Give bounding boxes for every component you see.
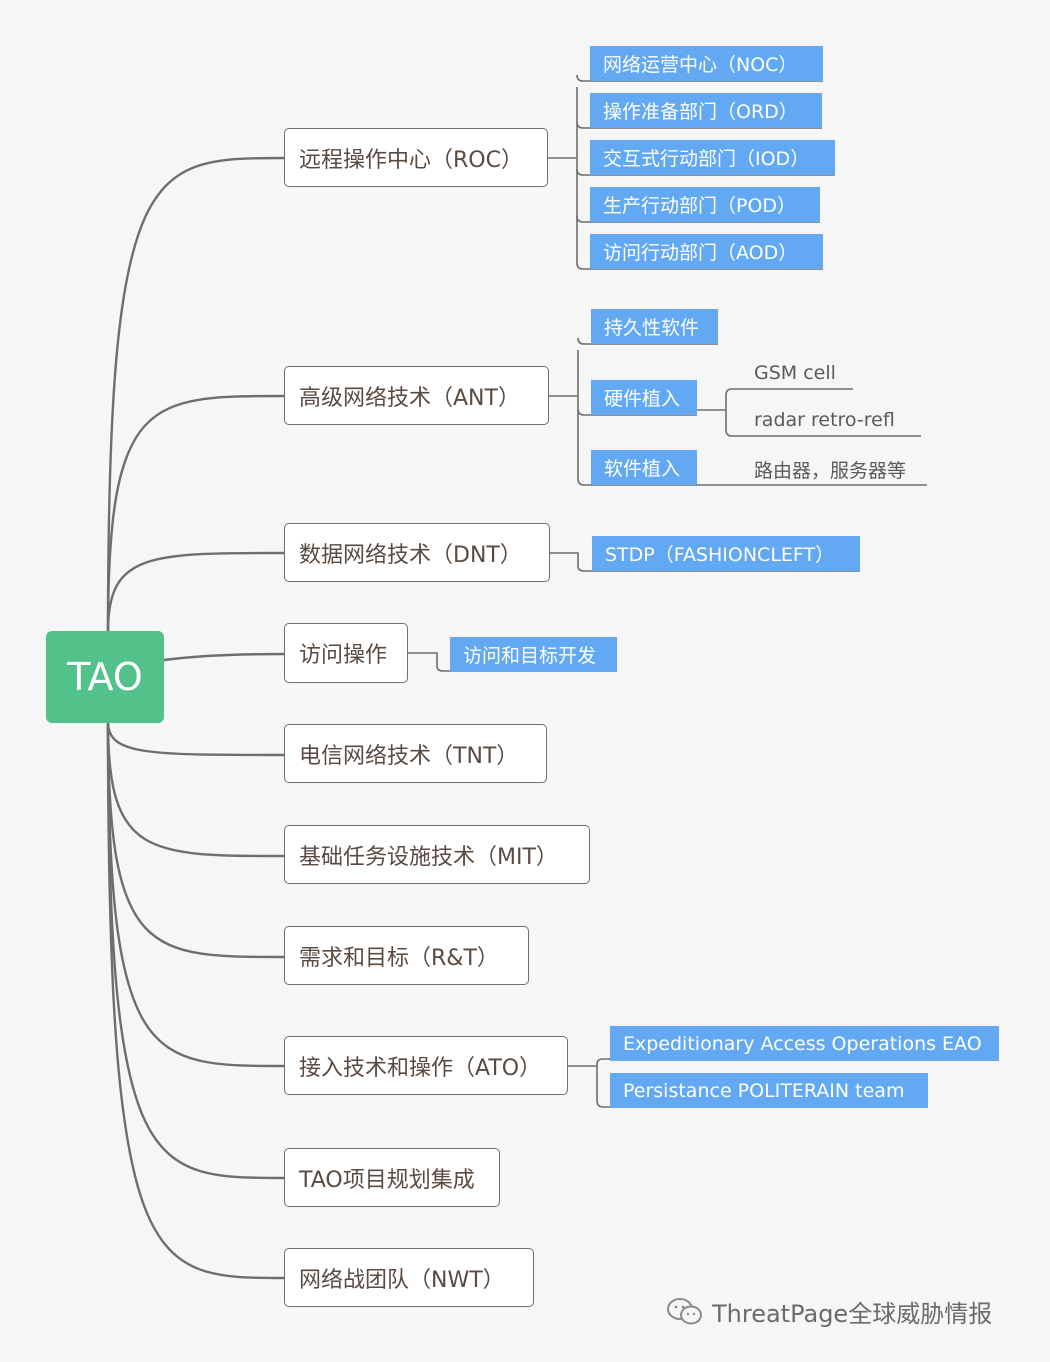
leaf-ord: 操作准备部门（ORD） <box>590 93 822 128</box>
branch-roc: 远程操作中心（ROC） <box>284 128 548 187</box>
roc-connector <box>576 74 590 82</box>
watermark-text: ThreatPage全球威胁情报 <box>712 1300 993 1328</box>
branch-rt: 需求和目标（R&T） <box>284 926 529 985</box>
leaf-access-target-dev: 访问和目标开发 <box>450 637 617 672</box>
root-connector <box>106 551 286 633</box>
root-node: TAO <box>46 631 164 723</box>
leaf-software-implant: 软件植入 <box>591 450 697 485</box>
branch-tnt: 电信网络技术（TNT） <box>284 724 547 783</box>
label-radar-retro-refl: radar retro-refl <box>754 409 895 431</box>
ant-connector <box>577 408 591 416</box>
ato-connector <box>596 1058 610 1066</box>
branch-ant: 高级网络技术（ANT） <box>284 366 549 425</box>
leaf-politerain: Persistance POLITERAIN team <box>610 1073 928 1108</box>
branch-plan: TAO项目规划集成 <box>284 1148 500 1207</box>
root-connector <box>106 156 286 633</box>
ant-connector <box>577 337 591 345</box>
dnt-connector <box>550 552 592 572</box>
root-connector <box>106 721 286 858</box>
leaf-hardware-implant: 硬件植入 <box>591 380 697 415</box>
root-connector <box>106 721 286 959</box>
leaf-iod: 交互式行动部门（IOD） <box>590 140 835 175</box>
branch-dnt: 数据网络技术（DNT） <box>284 523 550 582</box>
leaf-eao: Expeditionary Access Operations EAO <box>610 1026 999 1061</box>
root-connector <box>106 721 286 1068</box>
roc-connector <box>576 168 590 176</box>
roc-connector <box>576 215 590 223</box>
leaf-persistent-software: 持久性软件 <box>591 309 718 344</box>
roc-connector <box>576 121 590 129</box>
access-connector <box>408 652 450 672</box>
roc-connector <box>576 262 590 270</box>
hw-connector <box>725 388 853 396</box>
branch-nwt: 网络战团队（NWT） <box>284 1248 534 1307</box>
root-connector <box>106 721 286 1180</box>
root-connector <box>106 721 286 757</box>
ant-connector <box>577 478 591 486</box>
hw-connector <box>725 429 921 437</box>
leaf-aod: 访问行动部门（AOD） <box>590 234 823 269</box>
root-connector <box>106 721 286 1280</box>
branch-access: 访问操作 <box>284 623 408 683</box>
ato-connector <box>596 1099 928 1108</box>
leaf-noc: 网络运营中心（NOC） <box>590 46 823 81</box>
leaf-stdp: STDP（FASHIONCLEFT） <box>592 536 860 571</box>
branch-mit: 基础任务设施技术（MIT） <box>284 825 590 884</box>
leaf-pod: 生产行动部门（POD） <box>590 187 820 222</box>
watermark: ThreatPage全球威胁情报 <box>666 1294 992 1329</box>
root-connector <box>163 652 286 662</box>
label-gsm-cell: GSM cell <box>754 362 836 384</box>
root-connector <box>106 394 286 633</box>
branch-ato: 接入技术和操作（ATO） <box>284 1036 568 1095</box>
label-routers-servers: 路由器，服务器等 <box>754 460 907 482</box>
wechat-icon <box>667 1297 702 1324</box>
